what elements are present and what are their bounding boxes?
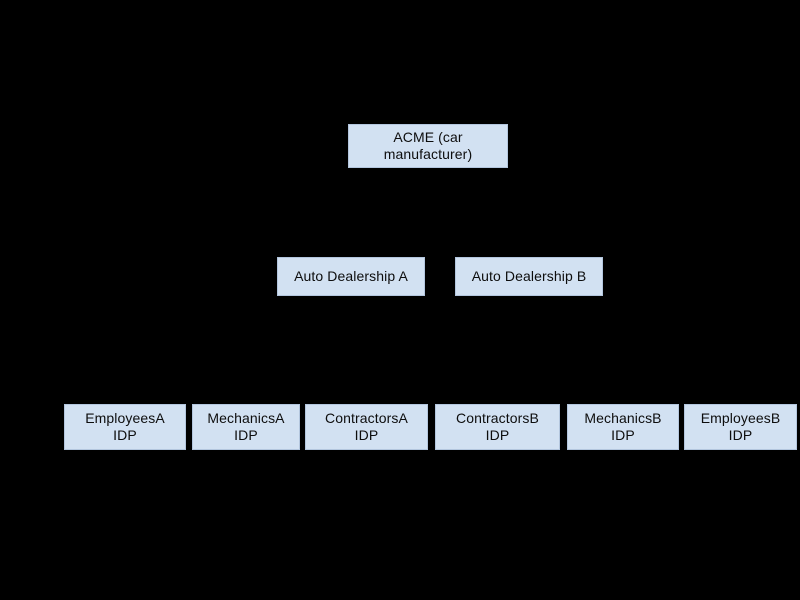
connector-dealer-b-drop-2	[529, 296, 530, 360]
node-employeesb-idp[interactable]: EmployeesB IDP	[684, 404, 797, 450]
connector-idp-3-riser	[497, 360, 498, 404]
node-contractorsa-idp[interactable]: ContractorsA IDP	[305, 404, 428, 450]
connector-idp-5-riser	[740, 360, 741, 404]
node-acme-car-manufacturer[interactable]: ACME (car manufacturer)	[348, 124, 508, 168]
node-employeesa-idp[interactable]: EmployeesA IDP	[64, 404, 186, 450]
connector-dealer-b-drop	[529, 212, 530, 257]
connector-dealer-a-drop	[351, 296, 352, 360]
connector-idp-2-riser	[366, 360, 367, 404]
connector-dealer-b-to-idps	[497, 360, 740, 361]
node-auto-dealership-b[interactable]: Auto Dealership B	[455, 257, 603, 296]
connector-idp-1-riser	[246, 360, 247, 404]
connector-acme-to-dealer-a	[427, 168, 428, 257]
node-contractorsb-idp[interactable]: ContractorsB IDP	[435, 404, 560, 450]
node-auto-dealership-a[interactable]: Auto Dealership A	[277, 257, 425, 296]
node-mechanicsb-idp[interactable]: MechanicsB IDP	[567, 404, 679, 450]
node-mechanicsa-idp[interactable]: MechanicsA IDP	[192, 404, 300, 450]
connector-idp-4-riser	[623, 360, 624, 404]
connector-idp-0-riser	[125, 360, 126, 404]
connector-acme-to-dealer-b	[428, 212, 529, 213]
